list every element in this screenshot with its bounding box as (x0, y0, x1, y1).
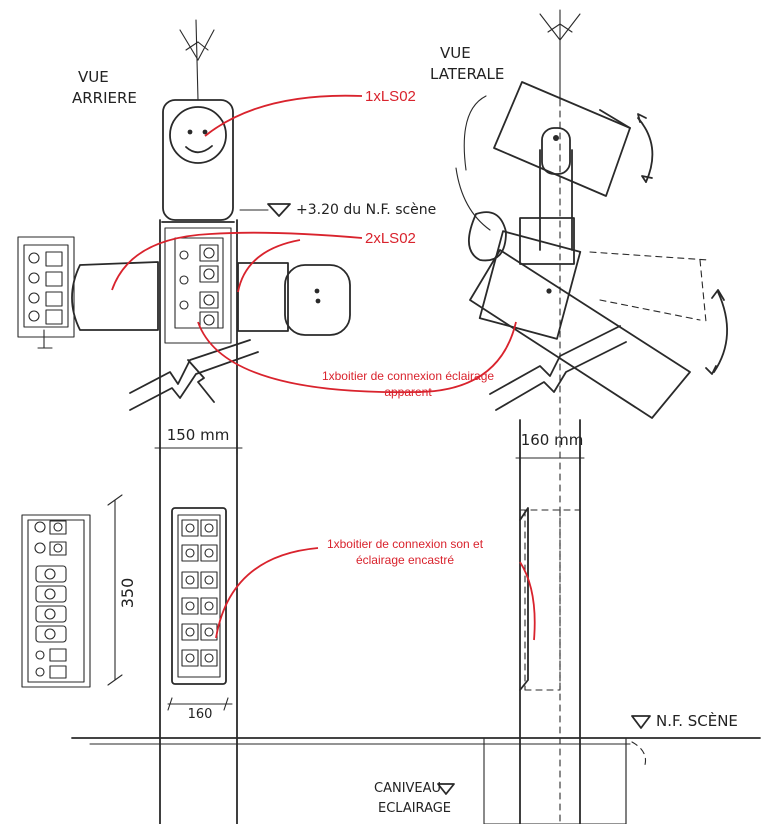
antenna-side (539, 9, 581, 101)
leader-sound-box-right (519, 561, 536, 641)
view-side-title-line2: LATERALE (430, 65, 504, 83)
annotation-speaker-single: 1xLS02 (365, 88, 416, 105)
leader-speaker-double-right (237, 239, 301, 293)
rear-view: 150 mm (17, 19, 436, 824)
sound-box-rear (171, 507, 227, 685)
dimension-label-width-rear: 150 mm (167, 426, 230, 444)
speaker-bracket (541, 127, 571, 175)
trench-level-marker-icon (437, 783, 455, 795)
lower-speaker-side (469, 249, 691, 419)
floor-line: N.F. SCÈNE CANIVEAU ECLAIRAGE (71, 711, 761, 824)
top-speaker-side (493, 81, 631, 197)
dimension-label-box-width: 160 (188, 707, 213, 722)
mast-side (519, 149, 581, 824)
dimension-label-box-height: 350 (118, 578, 137, 609)
dimension-width-rear (154, 441, 243, 455)
annotation-lighting-box-line1: 1xboitier de connexion éclairage (322, 369, 494, 383)
annotation-lighting-box-line2: apparent (384, 385, 432, 399)
right-speaker (284, 264, 351, 336)
dimension-label-width-side: 160 mm (521, 431, 584, 449)
mast-rear (159, 219, 238, 824)
sound-box-detail (21, 514, 91, 688)
view-rear-title-line1: VUE (78, 68, 109, 86)
floor-level-label: N.F. SCÈNE (656, 711, 738, 730)
view-rear-title-line2: ARRIERE (72, 89, 137, 107)
dimension-height-box (107, 494, 123, 686)
view-side-title-line1: VUE (440, 44, 471, 62)
leader-lighting-box (197, 321, 517, 394)
height-label: +3.20 du N.F. scène (296, 202, 436, 218)
leader-speaker-single (204, 94, 363, 137)
annotations: 1xLS02 2xLS02 1xboitier de connexion écl… (111, 88, 536, 641)
left-speaker (71, 261, 159, 331)
break-symbol-side (489, 325, 627, 411)
leader-speaker-double-left (111, 231, 363, 291)
trench-label-line2: ECLAIRAGE (378, 801, 451, 816)
level-marker-icon (267, 203, 291, 217)
side-view: 160 mm VUE LATERALE (430, 9, 728, 824)
trench-label-line1: CANIVEAU (374, 781, 441, 796)
antenna-rear (179, 19, 215, 101)
lighting-box-detail (17, 236, 75, 349)
break-symbol-rear (129, 339, 259, 411)
annotation-sound-box-line1: 1xboitier de connexion son et (327, 537, 484, 551)
annotation-speaker-double: 2xLS02 (365, 230, 416, 247)
leader-sound-box-left (215, 547, 319, 639)
speaker-face (169, 106, 227, 164)
lighting-box-rear (164, 227, 232, 344)
mast-joint (519, 217, 575, 265)
annotation-sound-box-line2: éclairage encastré (356, 553, 454, 567)
dimension-width-box (167, 697, 233, 711)
top-speaker (162, 99, 234, 221)
floor-level-marker-icon (631, 715, 651, 729)
dimension-width-side (515, 451, 585, 465)
